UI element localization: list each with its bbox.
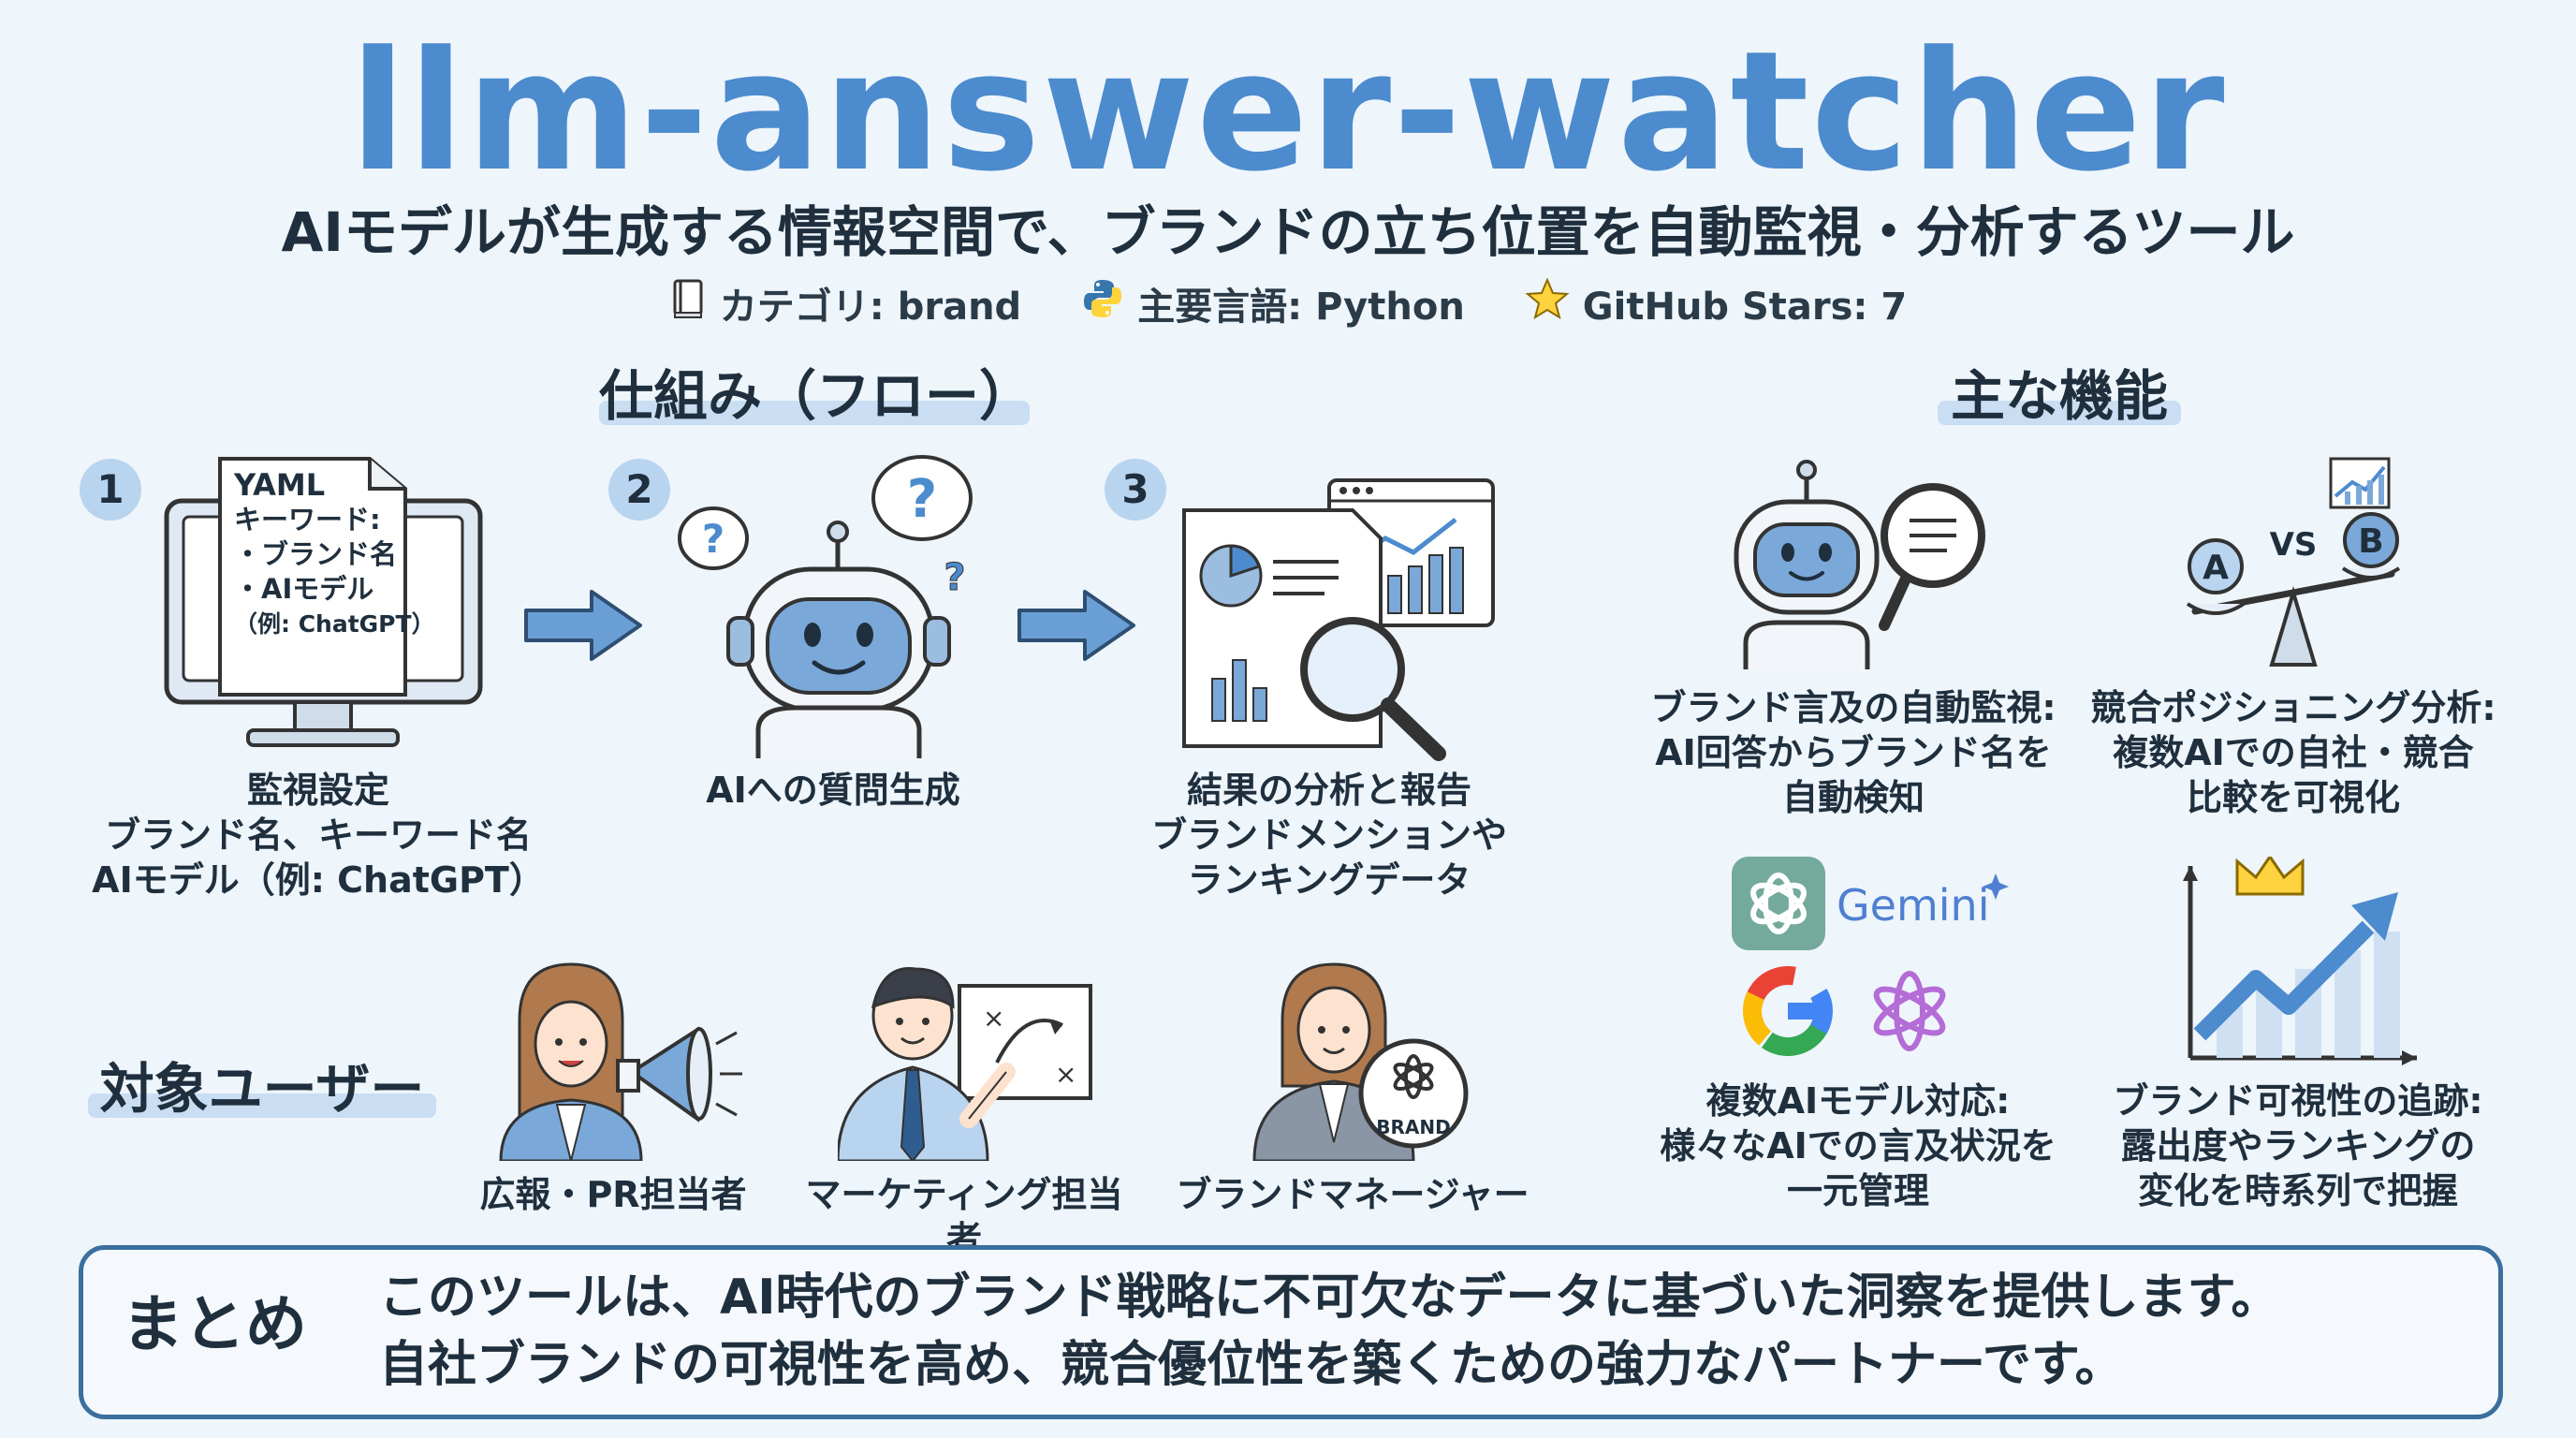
svg-text:A: A <box>2203 549 2229 587</box>
feature-3-caption: 複数AIモデル対応: 様々なAIでの言及状況を 一元管理 <box>1633 1078 2083 1213</box>
svg-text:?: ? <box>907 469 937 530</box>
caption-line: 結果の分析と報告 <box>1186 770 1471 811</box>
yaml-text: YAML キーワード: ・ブランド名 ・AIモデル （例: ChatGPT） <box>234 468 440 641</box>
caption-line: 自動検知 <box>1781 777 1925 818</box>
caption-line: 複数AIでの自社・競合 <box>2113 732 2474 773</box>
ai-models-logos: Gemini <box>1732 857 2012 1058</box>
feature-2-caption: 競合ポジショニング分析: 複数AIでの自社・競合 比較を可視化 <box>2069 685 2518 820</box>
caption-line: 一元管理 <box>1786 1170 1929 1211</box>
caption-line: 複数AIモデル対応: <box>1705 1080 2011 1122</box>
brand-manager-illustration <box>1245 955 1470 1161</box>
caption-line: ブランド言及の自動監視: <box>1650 687 2056 728</box>
yaml-line: キーワード: <box>234 504 381 536</box>
caption-line: AIモデル（例: ChatGPT） <box>92 859 545 901</box>
caption-line: ブランド名、キーワード名 <box>104 814 532 856</box>
features-heading-text: 主な機能 <box>1950 364 2168 428</box>
svg-text:×: × <box>983 1003 1004 1034</box>
brand-badge-text: BRAND <box>1376 1116 1451 1138</box>
feature-1-caption: ブランド言及の自動監視: AI回答からブランド名を 自動検知 <box>1629 685 2078 820</box>
growth-trend-illustration <box>2172 857 2424 1067</box>
user-1-label: 広報・PR担当者 <box>479 1174 747 1215</box>
caption-line: 比較を可視化 <box>2186 777 2400 818</box>
users-heading-text: 対象ユーザー <box>99 1057 425 1121</box>
meta-row: カテゴリ: brand 主要言語: Python GitHub Stars: 7 <box>0 277 2576 336</box>
caption-line: AIへの質問生成 <box>706 770 960 811</box>
star-icon <box>1525 277 1570 336</box>
summary-box <box>79 1245 2503 1419</box>
svg-text:B: B <box>2358 522 2383 561</box>
page-title: llm-answer-watcher <box>349 16 2227 208</box>
users-heading: 対象ユーザー <box>88 1056 436 1122</box>
svg-text:×: × <box>1055 1059 1076 1090</box>
caption-line: ブランドメンションや <box>1150 814 1507 856</box>
features-heading: 主な機能 <box>1938 363 2181 429</box>
flow-arrow-icon <box>1016 588 1137 667</box>
meta-language: 主要言語: Python <box>1081 277 1465 336</box>
meta-category: カテゴリ: brand <box>669 277 1021 336</box>
svg-text:?: ? <box>944 556 965 599</box>
caption-line: 競合ポジショニング分析: <box>2090 687 2496 728</box>
caption-line: 監視設定 <box>246 770 389 811</box>
marketing-person-illustration: × × <box>838 960 1100 1161</box>
step-1-caption: 監視設定 ブランド名、キーワード名 AIモデル（例: ChatGPT） <box>66 768 571 902</box>
page-subtitle: AIモデルが生成する情報空間で、ブランドの立ち位置を自動監視・分析するツール <box>281 200 2295 264</box>
meta-stars: GitHub Stars: 7 <box>1525 277 1907 336</box>
caption-line: 変化を時系列で把握 <box>2137 1170 2458 1211</box>
step-2-caption: AIへの質問生成 <box>646 768 1020 813</box>
step-1-number: 1 <box>80 459 141 521</box>
summary-label-text: まとめ <box>122 1288 307 1360</box>
caption-line: ブランド可視性の追跡: <box>2113 1080 2483 1122</box>
flow-arrow-icon <box>522 588 644 667</box>
summary-line: このツールは、AI時代のブランド戦略に不可欠なデータに基づいた洞察を提供します。 <box>379 1269 2280 1326</box>
step-3-caption: 結果の分析と報告 ブランドメンションや ランキングデータ <box>1105 768 1554 902</box>
user-2-label: マーケティング担当者 <box>805 1174 1123 1260</box>
caption-line: 様々なAIでの言及状況を <box>1660 1125 2056 1167</box>
robot-question-illustration: ? ? ? <box>674 449 992 758</box>
robot-magnifier-illustration <box>1718 459 1989 669</box>
python-icon <box>1081 277 1124 336</box>
flow-heading: 仕組み（フロー） <box>599 363 1034 429</box>
feature-4-caption: ブランド可視性の追跡: 露出度やランキングの 変化を時系列で把握 <box>2073 1078 2523 1213</box>
step-2-number: 2 <box>608 459 670 521</box>
svg-text:?: ? <box>702 516 724 562</box>
caption-line: AI回答からブランド名を <box>1655 732 2052 773</box>
meta-stars-text: GitHub Stars: 7 <box>1582 285 1908 329</box>
meta-category-text: カテゴリ: brand <box>719 285 1022 329</box>
book-icon <box>669 277 707 336</box>
meta-language-text: 主要言語: Python <box>1137 285 1465 329</box>
caption-line: 露出度やランキングの <box>2120 1125 2476 1167</box>
gemini-logo-text: Gemini <box>1837 880 1989 931</box>
monitor-illustration <box>159 449 487 758</box>
summary-line: 自社ブランドの可視性を高め、競合優位性を築くための強力なパートナーです。 <box>379 1337 2124 1393</box>
svg-text:VS: VS <box>2270 526 2318 564</box>
yaml-line: YAML <box>234 467 326 503</box>
pr-person-illustration <box>491 960 744 1161</box>
flow-heading-text: 仕組み（フロー） <box>599 364 1034 428</box>
yaml-line: ・AIモデル <box>234 573 374 605</box>
step-3-number: 3 <box>1105 459 1166 521</box>
summary-text: このツールは、AI時代のブランド戦略に不可欠なデータに基づいた洞察を提供します。… <box>379 1264 2466 1399</box>
user-3-label: ブランドマネージャー <box>1176 1174 1530 1215</box>
comparison-balance-illustration: A VS B <box>2167 454 2429 674</box>
yaml-line: ・ブランド名 <box>234 538 398 570</box>
summary-label: まとめ <box>118 1287 311 1362</box>
report-analysis-illustration <box>1175 473 1502 763</box>
yaml-line: （例: ChatGPT） <box>234 610 435 638</box>
caption-line: ランキングデータ <box>1187 859 1471 901</box>
